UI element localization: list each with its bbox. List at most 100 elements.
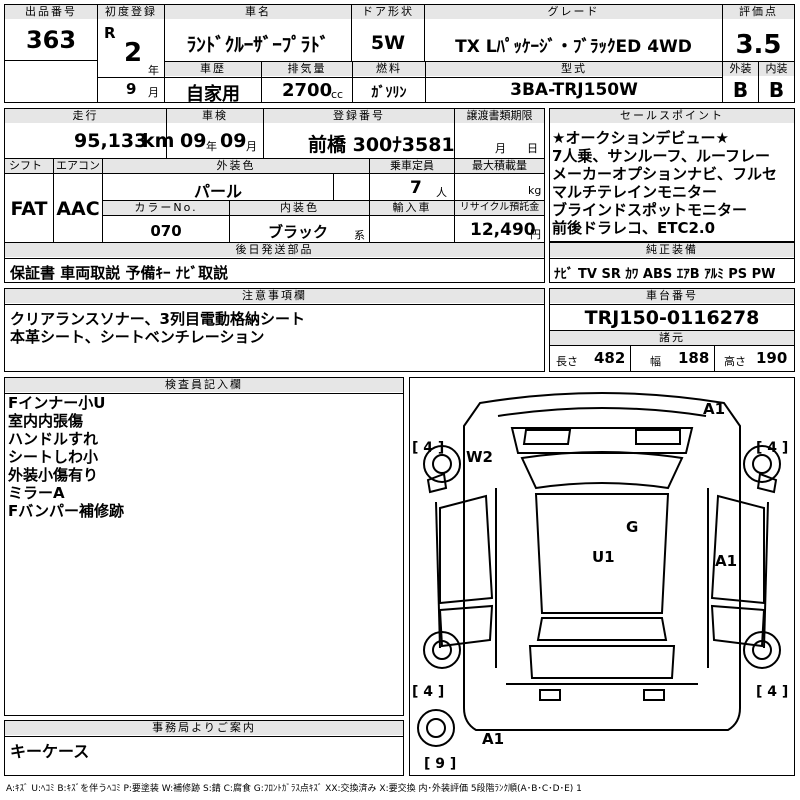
deadline-label: 譲渡書類期限 bbox=[455, 109, 544, 123]
displacement-unit: cc bbox=[331, 88, 344, 101]
damage-mark-front: A1 bbox=[703, 400, 726, 418]
history: 自家用 bbox=[186, 84, 240, 105]
details-section bbox=[4, 108, 545, 283]
grade-label: グレード bbox=[425, 5, 722, 19]
load-unit: kg bbox=[528, 184, 542, 197]
color-label: 外装色 bbox=[103, 159, 369, 173]
inspector-notes: Fインナー小U 室内内張傷 ハンドルすれ シートしわ小 外装小傷有り ミラーA … bbox=[8, 394, 124, 520]
damage-mark-door: W2 bbox=[466, 448, 493, 466]
displacement: 2700 bbox=[282, 80, 333, 101]
capacity-label: 乗車定員 bbox=[370, 159, 454, 173]
height-label: 高さ bbox=[724, 355, 746, 368]
damage-mark-rear: A1 bbox=[482, 730, 505, 748]
int-label: 内装 bbox=[759, 62, 794, 76]
deadline-month-unit: 月 bbox=[495, 142, 506, 155]
interior-label: 内装色 bbox=[230, 201, 369, 215]
shift: FAT bbox=[10, 198, 48, 220]
car-name: ﾗﾝﾄﾞｸﾙｰｻﾞｰﾌﾟﾗﾄﾞ bbox=[186, 34, 330, 56]
sales-points-label: セールスポイント bbox=[550, 109, 794, 123]
year-unit: 年 bbox=[148, 64, 159, 77]
ac: AAC bbox=[56, 198, 100, 220]
sales-points-section bbox=[549, 108, 795, 242]
width: 188 bbox=[678, 349, 710, 367]
notes-list: クリアランスソナー、3列目電動格納シート 本革シート、シートベンチレーション bbox=[10, 310, 305, 346]
era: R bbox=[104, 24, 116, 42]
sales-point: ブラインドスポットモニター bbox=[552, 201, 748, 219]
door-type: 5W bbox=[370, 32, 406, 54]
width-label: 幅 bbox=[650, 355, 661, 368]
month-unit: 月 bbox=[148, 86, 159, 99]
plate-number: 前橋 300ﾅ3581 bbox=[308, 134, 455, 156]
plate-label: 登録番号 bbox=[264, 109, 454, 123]
int-score: B bbox=[768, 78, 785, 102]
note-line: 本革シート、シートベンチレーション bbox=[10, 328, 265, 346]
inspection-year: 09 bbox=[180, 130, 207, 152]
tire-spare: [ 9 ] bbox=[424, 756, 457, 772]
tire-rear-left: [ 4 ] bbox=[412, 684, 445, 700]
grade: TX Lﾊﾟｯｹｰｼﾞ・ﾌﾞﾗｯｸED 4WD bbox=[455, 37, 692, 57]
interior-color: ブラック bbox=[268, 223, 329, 241]
inspection-month-unit: 月 bbox=[246, 140, 257, 153]
inspection-year-unit: 年 bbox=[206, 140, 217, 153]
inspector-line: シートしわ小 bbox=[8, 448, 99, 466]
mileage: 95,133 bbox=[74, 130, 148, 152]
sales-points-list: ★オークションデビュー★ 7人乗、サンルーフ、ルーフレー メーカーオプションナビ… bbox=[552, 129, 794, 237]
color-no-label: カラーNo. bbox=[103, 201, 229, 215]
equipment-section bbox=[549, 242, 795, 283]
chassis-label: 車台番号 bbox=[550, 289, 794, 303]
damage-mark-roof: U1 bbox=[592, 548, 615, 566]
car-outline bbox=[417, 392, 781, 747]
later-parts: 保証書 車両取説 予備ｷｰ ﾅﾋﾞ取説 bbox=[10, 264, 229, 282]
lot-label: 出品番号 bbox=[5, 5, 97, 19]
dims-label: 諸元 bbox=[550, 331, 794, 345]
interior-unit: 系 bbox=[354, 229, 365, 242]
import-label: 輸入車 bbox=[370, 201, 454, 215]
tire-front-right: [ 4 ] bbox=[756, 440, 789, 456]
color: パール bbox=[193, 182, 242, 201]
shift-label: シフト bbox=[5, 159, 53, 173]
displacement-label: 排気量 bbox=[262, 62, 352, 76]
inspector-line: 室内内張傷 bbox=[8, 412, 84, 430]
sales-point: 7人乗、サンルーフ、ルーフレー bbox=[552, 147, 771, 165]
equipment-label: 純正装備 bbox=[550, 243, 794, 257]
sales-point: 前後ドラレコ、ETC2.0 bbox=[552, 219, 716, 237]
damage-mark-glass: G bbox=[626, 518, 639, 536]
inspector-line: ハンドルすれ bbox=[8, 430, 99, 448]
notes-label: 注意事項欄 bbox=[5, 289, 544, 303]
note-line: クリアランスソナー、3列目電動格納シート bbox=[10, 310, 305, 328]
score: 3.5 bbox=[735, 30, 782, 60]
chassis-number: TRJ150-0116278 bbox=[584, 307, 760, 329]
tire-front-left: [ 4 ] bbox=[412, 440, 445, 456]
first-reg-label: 初度登録 bbox=[98, 5, 164, 19]
recycle-fee: 12,490 bbox=[470, 220, 536, 240]
inspector-line: 外装小傷有り bbox=[8, 466, 99, 484]
length-label: 長さ bbox=[556, 355, 578, 368]
recycle-unit: 円 bbox=[530, 228, 541, 241]
car-diagram: A1 W2 G U1 A1 A1 [ 4 ] [ 4 ] [ 4 ] [ 4 ]… bbox=[409, 377, 795, 776]
inspector-label: 検査員記入欄 bbox=[5, 378, 403, 392]
office-note: キーケース bbox=[10, 742, 90, 761]
lot-number: 363 bbox=[25, 26, 77, 54]
score-label: 評価点 bbox=[723, 5, 794, 19]
inspection-label: 車検 bbox=[167, 109, 263, 123]
ac-label: エアコン bbox=[54, 159, 102, 173]
later-parts-label: 後日発送部品 bbox=[5, 243, 544, 257]
reg-month: 9 bbox=[126, 80, 137, 98]
height: 190 bbox=[756, 349, 788, 367]
inspector-line: Fインナー小U bbox=[8, 394, 106, 412]
fuel: ｶﾞｿﾘﾝ bbox=[371, 85, 407, 101]
office-label: 事務局よりご案内 bbox=[5, 721, 403, 735]
load-label: 最大積載量 bbox=[455, 159, 544, 173]
equipment-items: ﾅﾋﾞ TV SR ｶﾜ ABS ｴｱB ｱﾙﾐ PS PW bbox=[554, 267, 776, 282]
model-label: 型式 bbox=[426, 62, 722, 76]
fuel-label: 燃料 bbox=[353, 62, 425, 76]
inspector-line: Fバンパー補修跡 bbox=[8, 502, 124, 520]
car-name-label: 車名 bbox=[165, 5, 351, 19]
notes-section bbox=[4, 288, 545, 372]
ext-score: B bbox=[732, 78, 749, 102]
model: 3BA-TRJ150W bbox=[510, 80, 638, 100]
inspection-month: 09 bbox=[220, 130, 247, 152]
sales-point: メーカーオプションナビ、フルセ bbox=[552, 165, 778, 183]
damage-mark-right-side: A1 bbox=[715, 552, 738, 570]
sales-point: マルチテレインモニター bbox=[552, 183, 718, 201]
